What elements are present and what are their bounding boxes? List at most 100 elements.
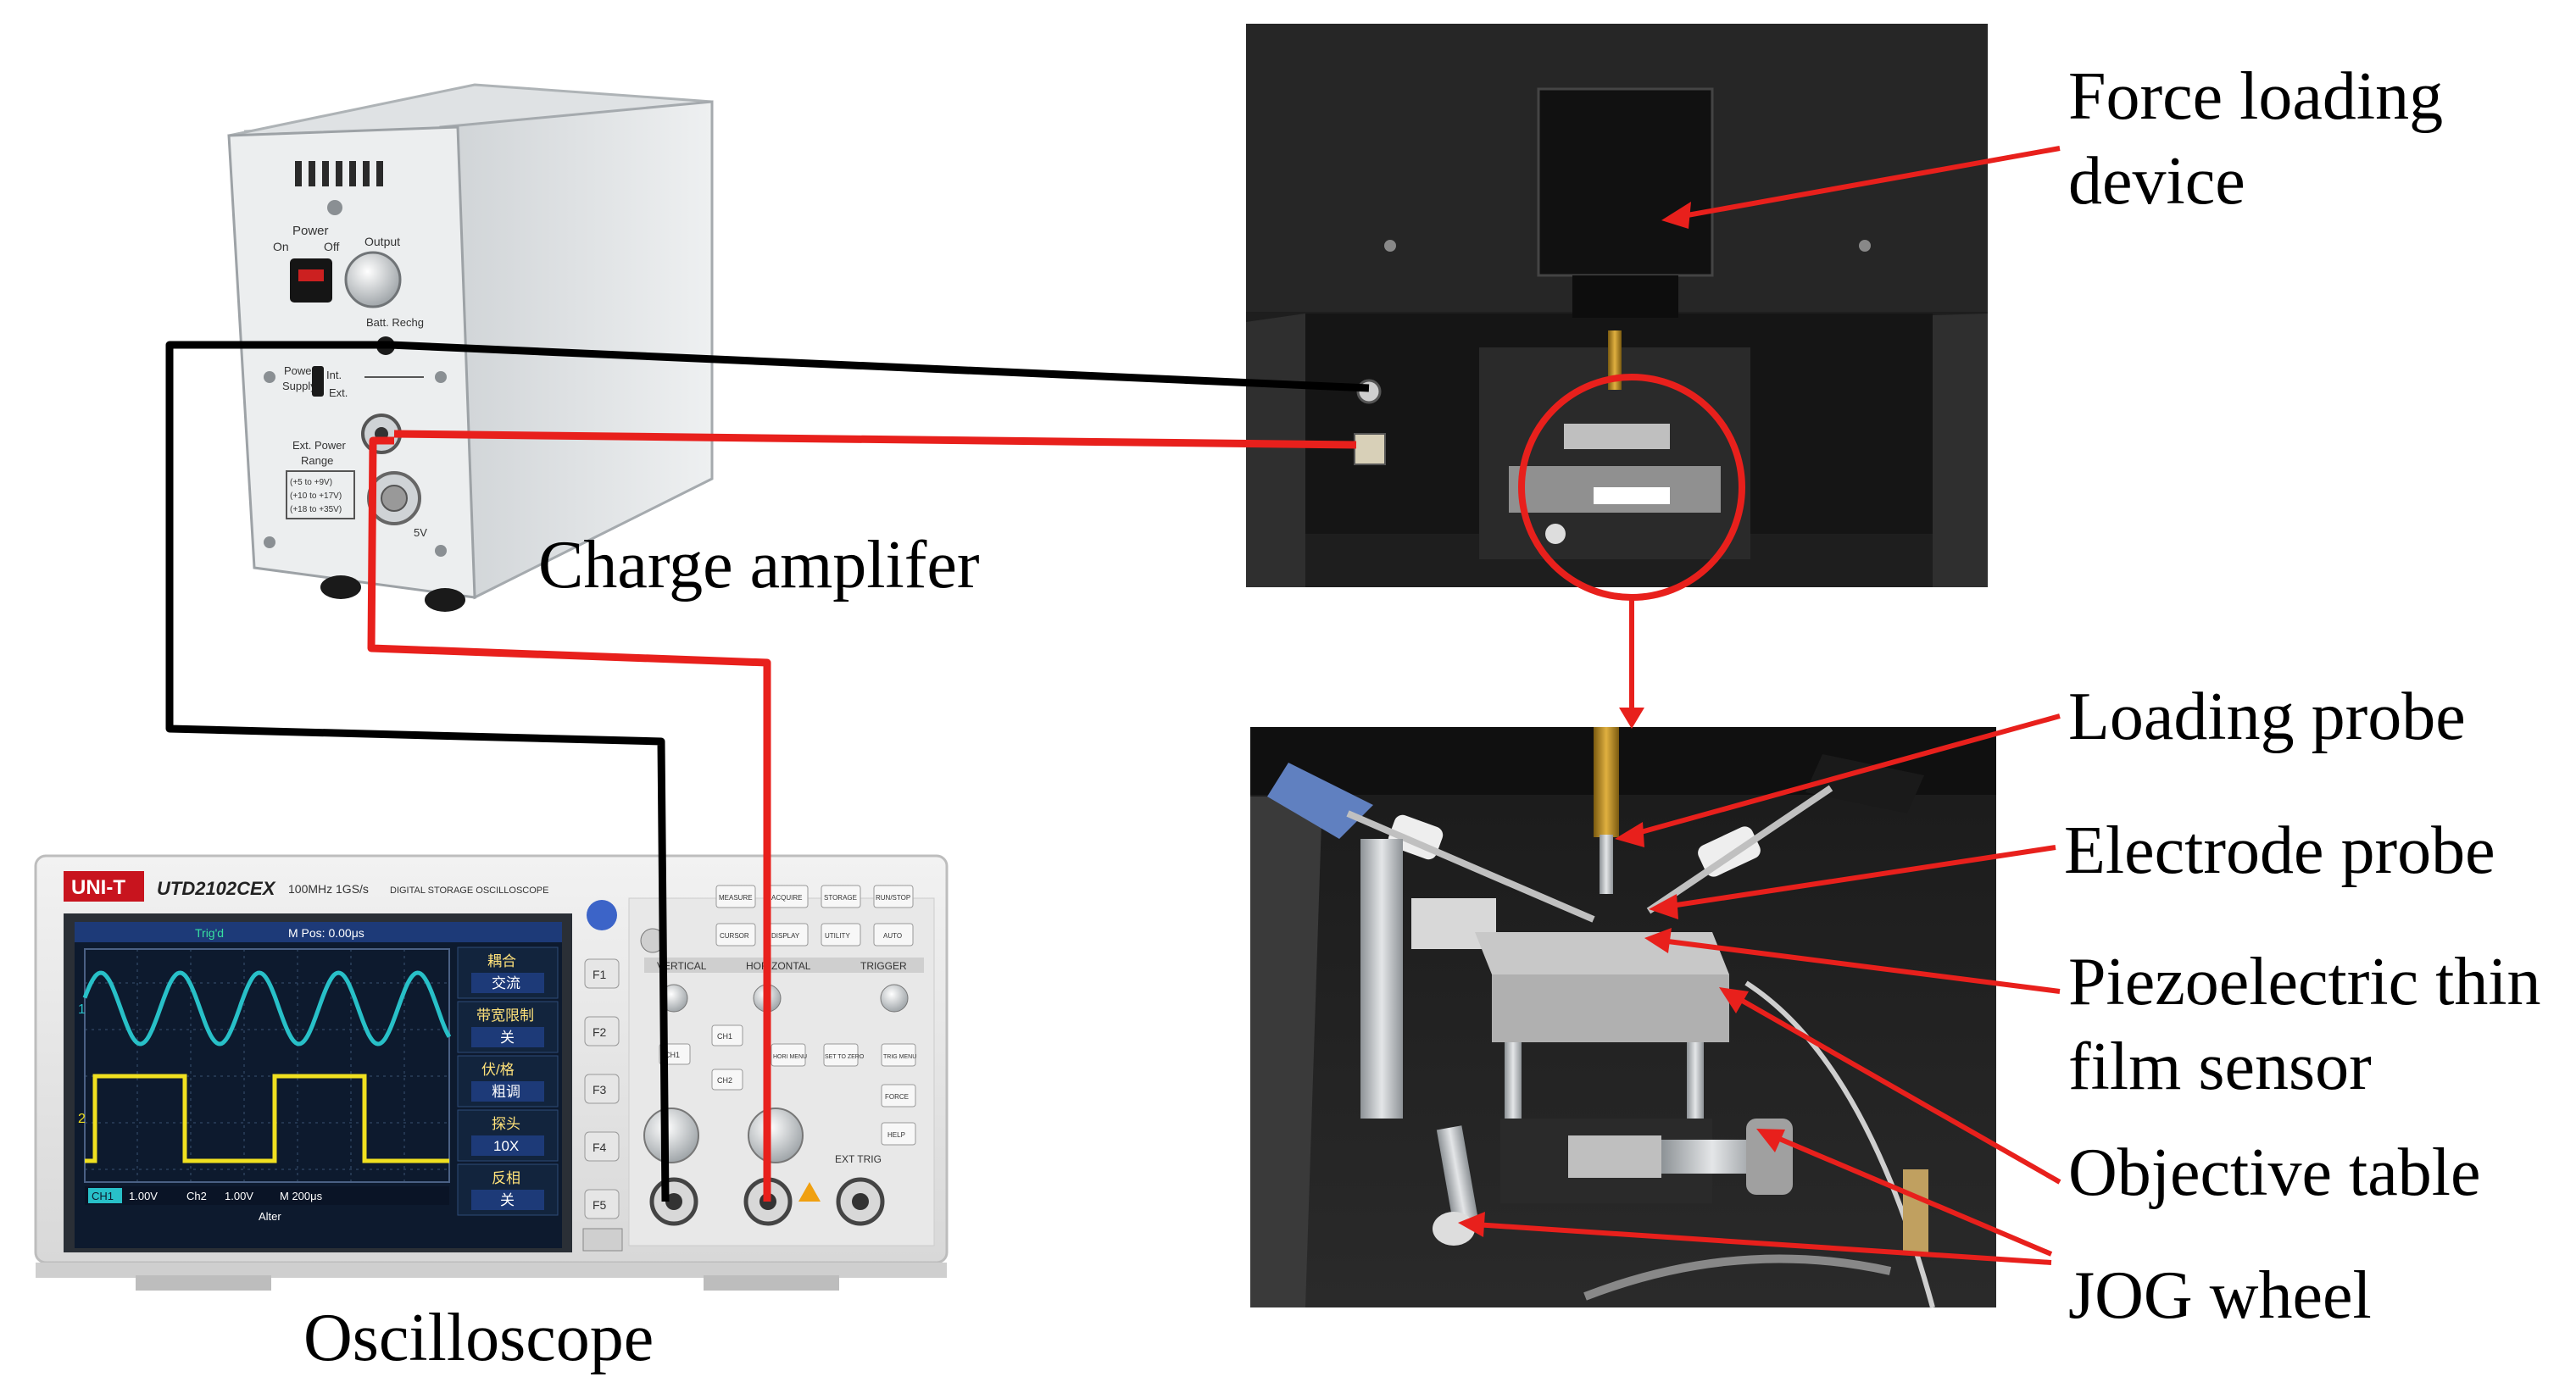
amp-5v-label: 5V xyxy=(414,526,427,539)
status-bar xyxy=(85,1186,449,1205)
amp-output-label: Output xyxy=(364,235,400,248)
screw-icon xyxy=(435,545,447,557)
label-piezo-line1: Piezoelectric thin xyxy=(2068,945,2541,1019)
screen-side-menu: 耦合 交流 带宽限制 关 伏/格 粗调 探头 10X 反相 关 xyxy=(457,947,559,1216)
soft-key-f4[interactable] xyxy=(584,1131,620,1162)
range-row: (+10 to +17V) xyxy=(290,491,342,501)
arrow-loading-probe xyxy=(1631,713,2061,837)
menu-item-value: 关 xyxy=(500,1030,515,1046)
amp-power-label-2: Power xyxy=(284,364,316,377)
menu-item-label: 带宽限制 xyxy=(476,1008,534,1024)
soft-key-label: F5 xyxy=(593,1198,607,1212)
device-port-red[interactable] xyxy=(1354,433,1386,465)
sec-div-knob[interactable] xyxy=(748,1108,804,1163)
arrow-head xyxy=(1719,987,1749,1013)
button-label: UTILITY xyxy=(825,932,850,940)
ext-power-label: Ext. Power xyxy=(292,439,347,452)
arrow-head xyxy=(1619,708,1644,729)
menu-item-label: 耦合 xyxy=(487,953,516,969)
soft-key-f1[interactable] xyxy=(584,958,620,989)
electrode-holder-right xyxy=(1805,754,1924,813)
red-wire xyxy=(367,430,1357,1202)
model-text: UTD2102CEX xyxy=(157,878,276,899)
arrow-head xyxy=(1644,928,1672,953)
sample-white xyxy=(1594,487,1670,504)
electrode-arm-left xyxy=(1346,810,1595,923)
closeup-photo xyxy=(1250,727,1996,1308)
amp-foot xyxy=(425,588,465,612)
help-button[interactable] xyxy=(881,1122,916,1146)
ch1-select-button[interactable] xyxy=(711,1024,743,1046)
button-label: CH1 xyxy=(665,1051,680,1059)
screw-icon xyxy=(1859,240,1871,252)
menu-item-label: 探头 xyxy=(492,1116,520,1132)
screen-grid xyxy=(85,949,449,1182)
cursor-button[interactable] xyxy=(715,923,756,947)
set-to-zero-button[interactable] xyxy=(823,1043,859,1067)
screw-icon xyxy=(264,536,275,548)
mpos-readout: M Pos: 0.00μs xyxy=(288,926,364,940)
ch1-label: CH1 xyxy=(92,1190,114,1202)
arrow-head xyxy=(1756,1129,1785,1152)
ch2-button[interactable] xyxy=(711,1069,743,1091)
connector-pin xyxy=(381,485,408,512)
soft-key-f2[interactable] xyxy=(584,1016,620,1046)
amp-ext-label: Ext. xyxy=(329,386,348,399)
trig-menu-button[interactable] xyxy=(881,1043,916,1067)
print-button[interactable] xyxy=(587,900,617,930)
timebase-readout: M 200μs xyxy=(280,1190,323,1202)
volts-div-knob[interactable] xyxy=(643,1108,699,1163)
menu-value-box[interactable] xyxy=(471,1135,544,1156)
button-label: ACQUIRE xyxy=(771,894,802,902)
amp-int-label: Int. xyxy=(326,369,342,381)
screw-icon xyxy=(1384,240,1396,252)
supply-toggle[interactable] xyxy=(312,366,324,397)
oscilloscope-device: UNI-T UTD2102CEX 100MHz 1GS/s DIGITAL ST… xyxy=(34,854,949,1291)
column-base xyxy=(1572,275,1678,318)
output-knob[interactable] xyxy=(344,251,402,308)
menu-value-box[interactable] xyxy=(471,1027,544,1047)
button-label: TRIG MENU xyxy=(883,1054,916,1060)
usb-port[interactable] xyxy=(582,1228,623,1252)
soft-key-f3[interactable] xyxy=(584,1074,620,1104)
label-loading-probe: Loading probe xyxy=(2068,680,2466,754)
label-jog-wheel: JOG wheel xyxy=(2068,1258,2372,1333)
button-label: SET TO ZERO xyxy=(825,1054,865,1060)
black-wire xyxy=(165,341,1370,1202)
trig-status: Trig'd xyxy=(195,926,224,940)
force-button[interactable] xyxy=(881,1084,916,1108)
electrode-arm-right xyxy=(1646,785,1833,914)
graticule-frame xyxy=(84,948,450,1183)
soft-key-label: F4 xyxy=(593,1141,607,1154)
storage-button[interactable] xyxy=(821,885,861,908)
range-row: (+18 to +35V) xyxy=(290,505,342,514)
amp-on-label: On xyxy=(273,240,289,253)
sample-stage-top xyxy=(1564,424,1670,449)
menu-value-box[interactable] xyxy=(471,1081,544,1102)
trigger-level-knob[interactable] xyxy=(880,984,909,1013)
loading-column xyxy=(1537,87,1714,277)
menu-item-label: 伏/格 xyxy=(481,1062,515,1078)
ch1-marker: 1 xyxy=(78,1002,86,1017)
run-stop-button[interactable] xyxy=(873,885,914,908)
menu-value-box[interactable] xyxy=(471,973,544,993)
soft-key-label: F2 xyxy=(593,1025,607,1039)
column xyxy=(1687,1042,1704,1119)
amp-supply-label: Supply xyxy=(282,380,316,392)
support-post-left xyxy=(1360,839,1403,1119)
menu-value-box[interactable] xyxy=(471,1190,544,1210)
column xyxy=(1505,1042,1522,1119)
arrow-electrode-probe xyxy=(1665,845,2056,909)
soft-key-label: F1 xyxy=(593,968,607,981)
menu-item-value: 交流 xyxy=(492,975,520,991)
soft-key-f5[interactable] xyxy=(584,1189,620,1219)
measure-button[interactable] xyxy=(715,885,756,908)
auto-button[interactable] xyxy=(873,923,914,947)
hori-menu-button[interactable] xyxy=(771,1043,806,1067)
utility-button[interactable] xyxy=(821,923,861,947)
jog-knob-small xyxy=(1545,524,1566,544)
spec-text: 100MHz 1GS/s xyxy=(288,882,369,896)
osc-foot xyxy=(704,1275,839,1291)
screw-icon xyxy=(327,200,342,215)
soft-keys: F1 F2 F3 F4 F5 xyxy=(584,958,620,1219)
